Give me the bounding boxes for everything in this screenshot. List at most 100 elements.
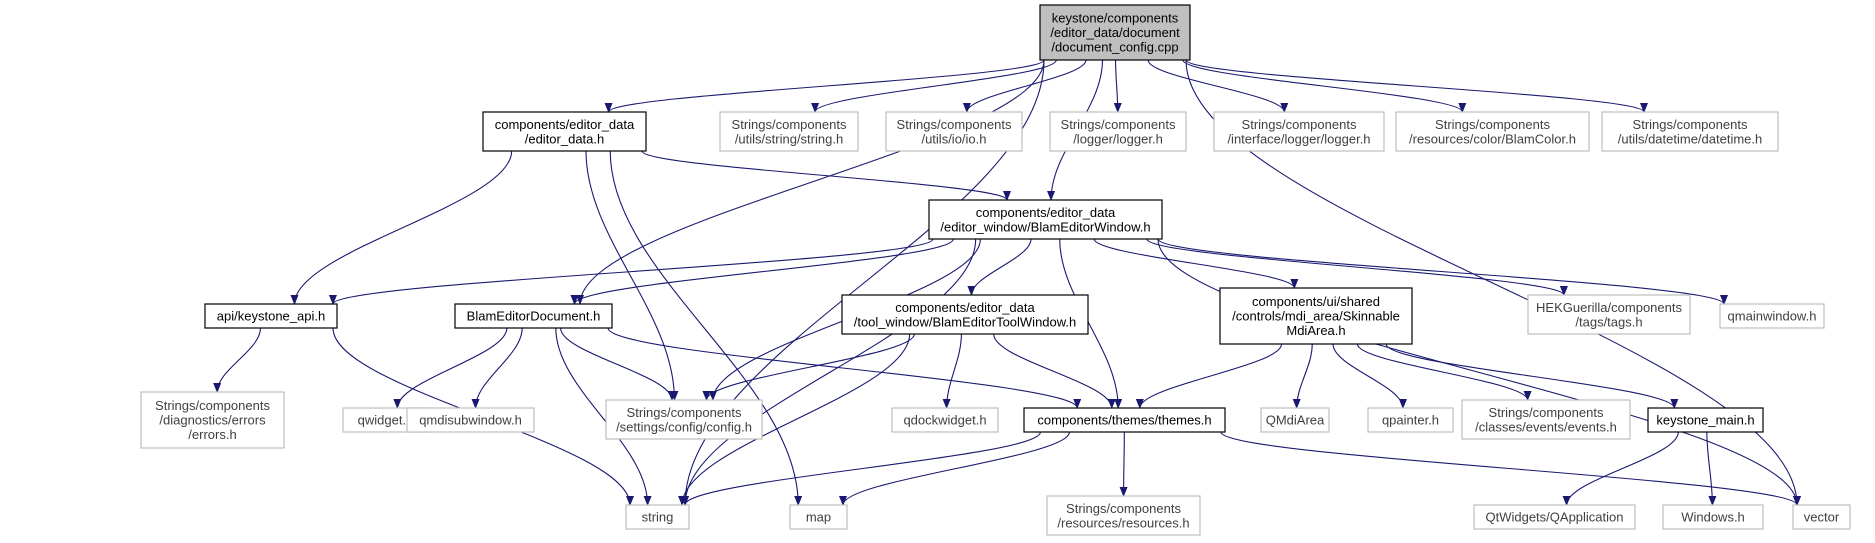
- dependency-edge-blameditordocument_h-to-config_h: [560, 327, 676, 401]
- edge-line: [471, 327, 523, 409]
- edge-line: [213, 327, 262, 393]
- dependency-edge-skinnablemdiarea_h-to-keystone_main_h: [1385, 343, 1679, 409]
- node-box: [1527, 294, 1691, 335]
- node-blameditorwindow-h[interactable]: components/editor_data/editor_window/Bla…: [928, 199, 1163, 240]
- edge-line: [607, 327, 1082, 409]
- edge-line: [1185, 59, 1648, 113]
- node-keystone-api-h[interactable]: api/keystone_api.h: [204, 303, 338, 329]
- node-editor-data-h[interactable]: components/editor_data/editor_data.h: [482, 111, 647, 152]
- node-label-line: Strings/components: [1242, 117, 1357, 132]
- node-label-line: /tool_window/BlamEditorToolWindow.h: [854, 314, 1077, 329]
- edge-line: [1157, 238, 1728, 305]
- dependency-edge-document_config-to-datetime_h: [1185, 59, 1648, 113]
- node-blameditortoolwindow-h[interactable]: components/editor_data/tool_window/BlamE…: [841, 294, 1089, 335]
- edge-line: [1332, 343, 1407, 409]
- node-label-line: components/editor_data: [495, 117, 635, 132]
- node-qmdisubwindow-h: qmdisubwindow.h: [406, 407, 535, 433]
- dependency-edge-blameditorwindow_h-to-skinnablemdiarea_h: [1093, 238, 1299, 289]
- node-box: [1792, 504, 1851, 530]
- node-qdockwidget-h: qdockwidget.h: [891, 407, 999, 433]
- edge-line: [1147, 59, 1289, 113]
- edge-line: [811, 59, 1057, 113]
- dependency-edge-blameditorwindow_h-to-themes_h: [1059, 238, 1123, 409]
- node-config-h: Strings/components/settings/config/confi…: [605, 399, 763, 440]
- dependency-edge-editor_data_h-to-config_h: [585, 150, 679, 401]
- node-label-line: /tags/tags.h: [1575, 314, 1642, 329]
- node-blamcolor-h: Strings/components/resources/color/BlamC…: [1395, 111, 1590, 152]
- node-label-line: /resources/resources.h: [1057, 515, 1189, 530]
- dependency-edge-blameditorwindow_h-to-blameditordocument_h: [570, 238, 954, 305]
- node-label-line: Windows.h: [1681, 510, 1745, 525]
- edge-line: [1292, 343, 1313, 409]
- edge-line: [570, 238, 954, 305]
- edge-line: [681, 59, 1045, 506]
- dependency-edge-document_config-to-logger_h: [1113, 59, 1122, 113]
- edge-line: [555, 327, 652, 506]
- node-themes-h[interactable]: components/themes/themes.h: [1023, 407, 1226, 433]
- dependency-edge-document_config-to-blameditordocument_h: [576, 59, 1045, 305]
- node-box: [204, 303, 338, 329]
- dependency-edge-skinnablemdiarea_h-to-qmdiarea: [1292, 343, 1313, 409]
- edge-line: [1113, 59, 1122, 113]
- node-box: [1395, 111, 1590, 152]
- node-box: [928, 199, 1163, 240]
- node-box: [1213, 111, 1385, 152]
- dependency-edge-editor_data_h-to-keystone_api_h: [290, 150, 513, 305]
- node-skinnablemdiarea-h[interactable]: components/ui/shared/controls/mdi_area/S…: [1219, 287, 1413, 345]
- edge-line: [1119, 431, 1128, 497]
- node-box: [1049, 111, 1187, 152]
- dependency-edge-document_config-to-blamcolor_h: [1182, 59, 1467, 113]
- dependency-edge-skinnablemdiarea_h-to-qpainter_h: [1332, 343, 1407, 409]
- edge-line: [1135, 343, 1283, 409]
- node-blameditordocument-h[interactable]: BlamEditorDocument.h: [454, 303, 613, 329]
- node-label-line: qmdisubwindow.h: [419, 413, 522, 428]
- node-label-line: keystone/components: [1052, 11, 1179, 26]
- dependency-edge-keystone_main_h-to-qapplication: [1562, 431, 1679, 506]
- node-label-line: map: [806, 510, 831, 525]
- node-label-line: /classes/events/events.h: [1475, 419, 1617, 434]
- edge-line: [604, 59, 1045, 113]
- node-box: [841, 294, 1089, 335]
- edge-line: [702, 333, 915, 401]
- edge-line: [585, 150, 679, 401]
- node-windows-h: Windows.h: [1662, 504, 1764, 530]
- dependency-edge-document_config-to-interface_logger_h: [1147, 59, 1289, 113]
- edge-line: [1093, 238, 1299, 289]
- edge-line: [1146, 238, 1568, 296]
- edge-line: [1562, 431, 1679, 506]
- dependency-edge-blameditordocument_h-to-string: [555, 327, 652, 506]
- node-box: [625, 504, 690, 530]
- edge-line: [1385, 343, 1679, 409]
- node-qmdiarea: QMdiArea: [1260, 407, 1330, 433]
- edge-line: [1059, 238, 1123, 409]
- dependency-edge-skinnablemdiarea_h-to-events_h: [1356, 343, 1532, 401]
- node-label-line: QtWidgets/QApplication: [1485, 510, 1623, 525]
- dependency-edge-blameditortoolwindow_h-to-qdockwidget_h: [942, 333, 962, 409]
- dependency-edge-document_config-to-editor_data_h: [604, 59, 1045, 113]
- node-label-line: components/editor_data: [895, 300, 1035, 315]
- node-label-line: Strings/components: [732, 117, 847, 132]
- node-document-config[interactable]: keystone/components/editor_data/document…: [1039, 4, 1191, 61]
- node-label-line: /settings/config/config.h: [616, 419, 752, 434]
- node-datetime-h: Strings/components/utils/datetime/dateti…: [1601, 111, 1779, 152]
- node-box: [1662, 504, 1764, 530]
- edge-line: [290, 150, 513, 305]
- node-label-line: Strings/components: [897, 117, 1012, 132]
- edge-line: [641, 150, 1011, 201]
- node-vector: vector: [1792, 504, 1851, 530]
- node-label-line: Strings/components: [1066, 501, 1181, 516]
- edge-line: [681, 431, 1041, 506]
- node-keystone-main-h[interactable]: keystone_main.h: [1647, 407, 1764, 433]
- dependency-edge-blameditorwindow_h-to-string: [681, 238, 977, 506]
- node-label-line: components/editor_data: [976, 205, 1116, 220]
- node-box: [1601, 111, 1779, 152]
- node-resources-h: Strings/components/resources/resources.h: [1046, 495, 1201, 536]
- node-label-line: /editor_window/BlamEditorWindow.h: [940, 219, 1150, 234]
- node-label-line: api/keystone_api.h: [217, 309, 325, 324]
- edge-line: [1356, 343, 1532, 401]
- node-label-line: /editor_data/document: [1050, 25, 1180, 40]
- node-box: [719, 111, 859, 152]
- dependency-edge-themes_h-to-string: [681, 431, 1041, 506]
- node-qapplication: QtWidgets/QApplication: [1473, 504, 1636, 530]
